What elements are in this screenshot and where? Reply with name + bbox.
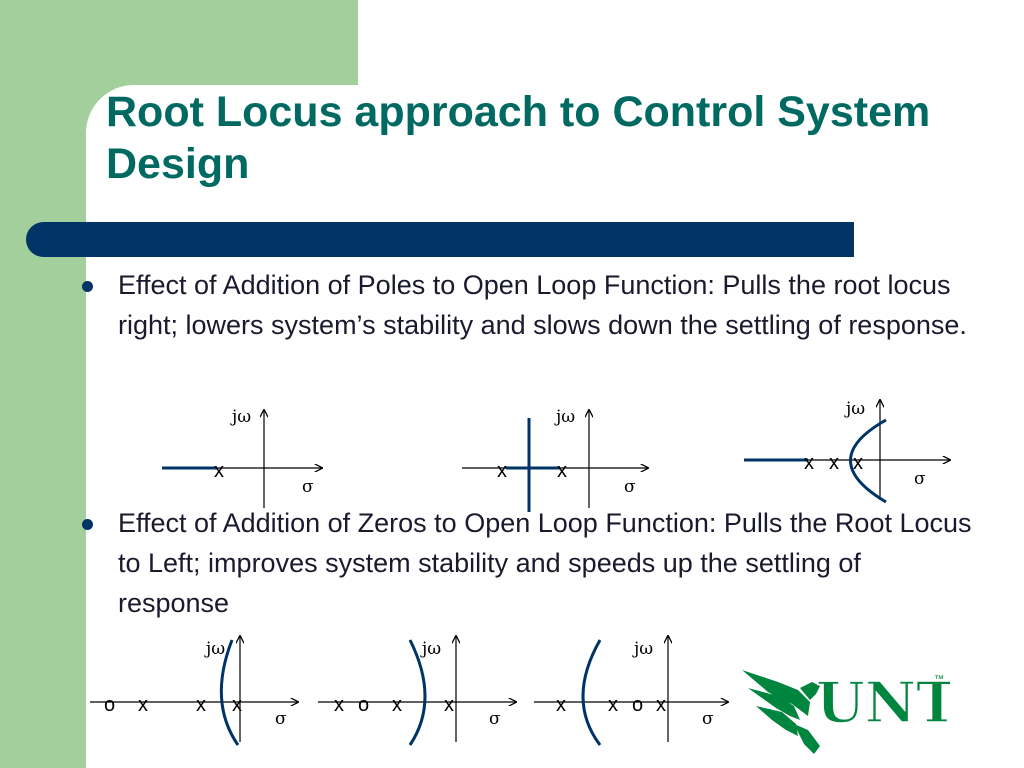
sigma-label: σ (624, 477, 636, 497)
pole-marker: x (608, 694, 618, 716)
zero-marker: o (358, 694, 369, 716)
zero-diagram-2: x o x x jω σ (318, 636, 516, 746)
slide-title: Root Locus approach to Control System De… (106, 88, 931, 188)
jw-label: jω (230, 407, 251, 427)
jw-label: jω (420, 639, 441, 659)
jw-label: jω (632, 639, 653, 659)
pole-marker: x (829, 452, 839, 474)
pole-diagram-3: x x x jω σ (744, 399, 950, 504)
jw-label: jω (844, 399, 865, 419)
content-panel (86, 85, 1024, 768)
pole-marker: x (497, 460, 507, 482)
pole-marker: x (232, 694, 242, 716)
jw-label: jω (204, 639, 225, 659)
sigma-label: σ (914, 469, 926, 489)
bullet-dot (82, 281, 93, 292)
locus-branch (849, 418, 887, 504)
zero-marker: o (104, 694, 115, 716)
pole-marker: x (556, 694, 566, 716)
logo-trademark: ™ (934, 674, 944, 685)
zero-diagram-3: x x o x jω σ (534, 636, 728, 746)
pole-marker: x (138, 694, 148, 716)
sigma-label: σ (489, 709, 501, 729)
sigma-label: σ (275, 709, 287, 729)
unt-logo: UNT ™ (742, 669, 950, 754)
locus-branch (219, 639, 240, 746)
logo-wordmark: UNT (816, 670, 950, 736)
locus-branch (581, 639, 602, 746)
pole-marker: x (804, 452, 814, 474)
bullet-text: Effect of Addition of Poles to Open Loop… (118, 270, 967, 340)
pole-diagram-1: x jω σ (162, 407, 322, 508)
sigma-label: σ (702, 709, 714, 729)
pole-marker: x (214, 460, 224, 482)
pole-marker: x (392, 694, 402, 716)
zero-marker: o (632, 694, 643, 716)
bullet-dot (82, 519, 93, 530)
pole-marker: x (656, 694, 666, 716)
pole-marker: x (444, 694, 454, 716)
eagle-icon (742, 670, 820, 754)
sigma-label: σ (302, 477, 314, 497)
zero-diagram-1: o x x x jω σ (90, 636, 298, 746)
bullet-text: Effect of Addition of Zeros to Open Loop… (118, 508, 972, 618)
pole-diagram-2: x x jω σ (462, 407, 648, 512)
pole-marker: x (853, 452, 863, 474)
pole-marker: x (557, 460, 567, 482)
pole-marker: x (196, 694, 206, 716)
locus-branch (408, 639, 427, 746)
pole-marker: x (334, 694, 344, 716)
jw-label: jω (554, 407, 575, 427)
title-divider-bar (26, 222, 854, 257)
